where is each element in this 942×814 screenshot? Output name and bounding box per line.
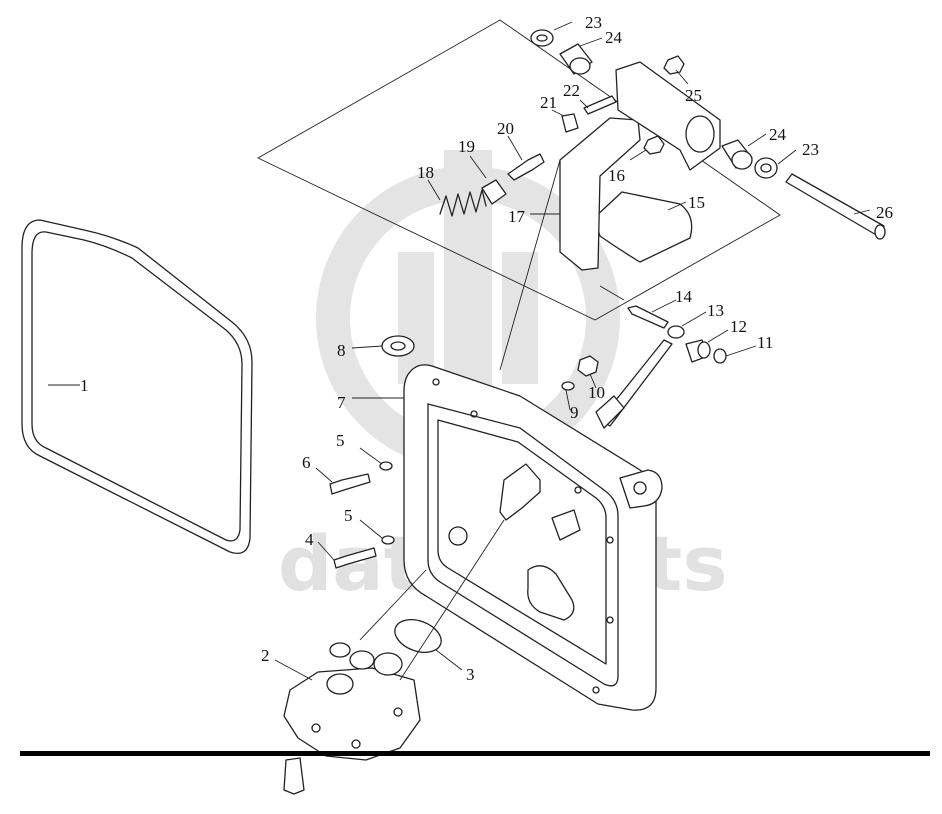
callout-12: 12 (730, 317, 747, 336)
gasket-part (21, 219, 253, 555)
callout-3: 3 (466, 665, 475, 684)
callout-labels: 1 2 3 4 5 5 6 7 8 9 10 11 12 13 14 15 16… (80, 13, 893, 684)
callout-4: 4 (305, 530, 314, 549)
o-ring-part (394, 619, 442, 653)
pedal-pad-part (593, 191, 693, 263)
callout-24-top: 24 (605, 28, 623, 47)
bushing-21-part (561, 113, 579, 133)
bottom-divider (20, 751, 930, 756)
assembly-plane-outline (257, 19, 781, 321)
callout-19: 19 (458, 137, 475, 156)
washer-23-right-part (754, 157, 778, 179)
washer-upper-part (379, 461, 393, 471)
seal-ring-part (381, 335, 415, 357)
callout-13: 13 (707, 301, 724, 320)
callout-1: 1 (80, 376, 89, 395)
callout-18: 18 (417, 163, 434, 182)
callout-2: 2 (261, 646, 270, 665)
callout-23-right: 23 (802, 140, 819, 159)
callout-9: 9 (570, 403, 579, 422)
nut-16-part (643, 135, 665, 155)
callout-24-right: 24 (769, 125, 787, 144)
callout-23-top: 23 (585, 13, 602, 32)
nut-10-part (577, 355, 599, 377)
valve-body-part (283, 642, 421, 795)
bolt-14-part (627, 305, 669, 329)
callout-10: 10 (588, 383, 605, 402)
washer-9-part (561, 381, 575, 391)
bushing-12-part (685, 339, 711, 363)
callout-21: 21 (540, 93, 557, 112)
washer-23-top-part (530, 29, 554, 47)
callout-26: 26 (876, 203, 893, 222)
leader-lines (48, 21, 871, 681)
pedal-bracket-part (615, 61, 721, 171)
bolt-upper-part (329, 473, 371, 495)
pin-20-part (507, 153, 545, 181)
washer-lower-part (381, 535, 395, 545)
bolt-22-part (583, 95, 617, 115)
bearing-24-top-part (559, 43, 593, 75)
linkage-rod-part (595, 325, 685, 429)
callout-14: 14 (675, 287, 693, 306)
callout-25: 25 (685, 86, 702, 105)
callout-22: 22 (563, 81, 580, 100)
shaft-26-part (785, 173, 886, 240)
cover-plate-part (403, 364, 663, 711)
plunger-19-part (481, 179, 507, 205)
spring-part (439, 189, 487, 217)
callout-5-upper: 5 (336, 431, 345, 450)
bearing-24-right-part (721, 139, 753, 170)
clip-11-part (713, 348, 727, 364)
callout-5-lower: 5 (344, 506, 353, 525)
callout-7: 7 (337, 393, 346, 412)
pedal-arm-part (559, 117, 641, 271)
callout-15: 15 (688, 193, 705, 212)
callout-20: 20 (497, 119, 514, 138)
bolt-lower-part (333, 547, 377, 569)
callout-11: 11 (757, 333, 773, 352)
callout-6: 6 (302, 453, 311, 472)
callout-16: 16 (608, 166, 625, 185)
callout-8: 8 (337, 341, 346, 360)
nut-25-part (663, 55, 685, 75)
callout-17: 17 (508, 207, 526, 226)
